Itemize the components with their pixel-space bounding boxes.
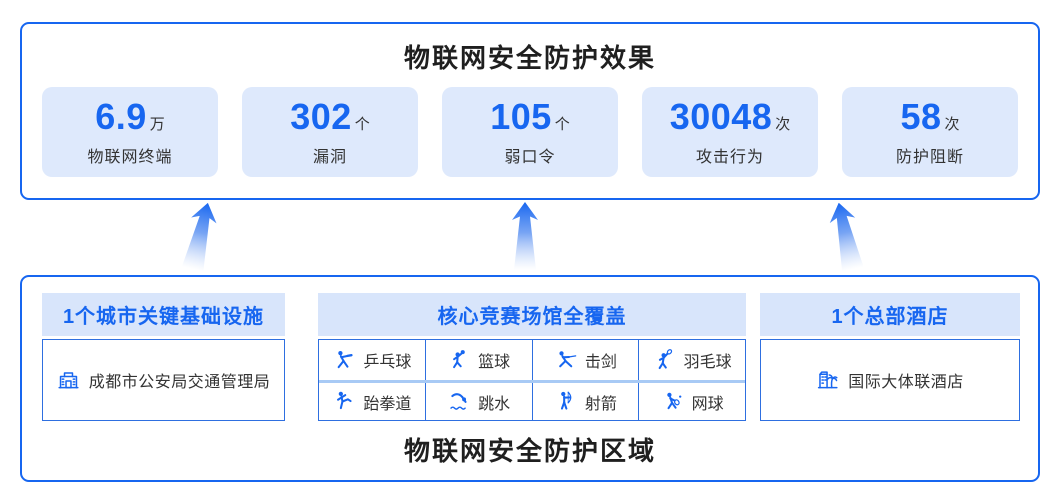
venue-diving: 跳水: [424, 383, 532, 420]
arrow-up-icon: [181, 202, 217, 272]
venue-fencing: 击剑: [531, 340, 639, 380]
venue-label: 乒乓球: [363, 354, 412, 371]
infrastructure-item: 成都市公安局交通管理局: [42, 339, 285, 421]
stat-value: 6.9: [95, 96, 147, 137]
stat-value: 58: [900, 96, 942, 137]
diving-icon: [447, 390, 470, 413]
protection-area-title: 物联网安全防护区域: [403, 436, 656, 466]
venue-table-tennis: 乒乓球: [319, 340, 425, 380]
archery-icon: [554, 390, 577, 413]
stat-unit: 个: [554, 116, 570, 133]
venue-label: 羽毛球: [683, 354, 732, 371]
stat-unit: 万: [149, 116, 165, 133]
basketball-icon: [447, 349, 470, 372]
stat-label: 防护阻断: [895, 149, 964, 166]
fencing-icon: [554, 349, 577, 372]
taekwondo-icon: [332, 390, 355, 413]
infrastructure-header: 1个城市关键基础设施: [42, 293, 285, 336]
venue-label: 跳水: [478, 395, 511, 413]
stat-label: 漏洞: [312, 149, 347, 166]
venue-label: 篮球: [478, 354, 511, 371]
venues-zone: 核心竞赛场馆全覆盖: [318, 293, 746, 421]
venues-row: 乒乓球 篮球: [319, 340, 745, 380]
stat-unit: 次: [944, 116, 960, 133]
stat-value: 30048: [669, 96, 773, 137]
stat-unit: 个: [354, 116, 370, 133]
venue-taekwondo: 跆拳道: [319, 383, 425, 420]
hotel-header: 1个总部酒店: [760, 293, 1020, 336]
venues-row: 跆拳道 跳水: [319, 380, 745, 420]
stat-card-blocks: 58 次 防护阻断: [842, 87, 1018, 177]
venue-label: 击剑: [584, 354, 617, 371]
infrastructure-label: 成都市公安局交通管理局: [88, 374, 271, 391]
hotel-item: 国际大体联酒店: [760, 339, 1020, 421]
table-tennis-icon: [332, 349, 355, 372]
government-building-icon: [57, 369, 80, 392]
stat-label: 弱口令: [504, 149, 556, 166]
stat-label: 物联网终端: [87, 149, 173, 166]
stat-card-attacks: 30048 次 攻击行为: [642, 87, 818, 177]
stat-label: 攻击行为: [695, 149, 764, 166]
venue-basketball: 篮球: [424, 340, 532, 380]
badminton-icon: [653, 348, 676, 372]
arrow-up-icon: [829, 202, 864, 272]
venue-label: 网球: [691, 395, 724, 413]
protection-area-panel: 1个城市关键基础设施 成都市公安局交通管理局 核心竞赛场馆全覆盖: [20, 275, 1040, 482]
stat-value: 105: [490, 96, 552, 137]
stat-cards-row: 6.9 万 物联网终端 302 个 漏洞 105 个 弱口令: [42, 87, 1018, 177]
arrow-up-icon: [512, 202, 538, 270]
venues-header: 核心竞赛场馆全覆盖: [318, 293, 746, 336]
stat-card-vulnerabilities: 302 个 漏洞: [242, 87, 418, 177]
tennis-icon: [661, 390, 684, 413]
hotel-label: 国际大体联酒店: [848, 374, 964, 391]
stat-card-weak-passwords: 105 个 弱口令: [442, 87, 618, 177]
venue-tennis: 网球: [638, 383, 745, 420]
stat-value: 302: [290, 96, 352, 137]
stat-unit: 次: [775, 116, 791, 133]
hotel-zone: 1个总部酒店 国际大体联酒店: [760, 293, 1020, 421]
venue-badminton: 羽毛球: [638, 340, 745, 380]
hotel-icon: [816, 369, 839, 392]
protection-effect-panel: 物联网安全防护效果 6.9 万 物联网终端 302 个 漏洞 105 个: [20, 22, 1040, 200]
protection-effect-title: 物联网安全防护效果: [403, 43, 656, 73]
venue-label: 跆拳道: [363, 395, 412, 413]
stat-card-iot-terminals: 6.9 万 物联网终端: [42, 87, 218, 177]
infrastructure-zone: 1个城市关键基础设施 成都市公安局交通管理局: [42, 293, 285, 421]
venue-label: 射箭: [584, 395, 617, 413]
venues-grid: 乒乓球 篮球: [318, 339, 746, 421]
venue-archery: 射箭: [531, 383, 639, 420]
